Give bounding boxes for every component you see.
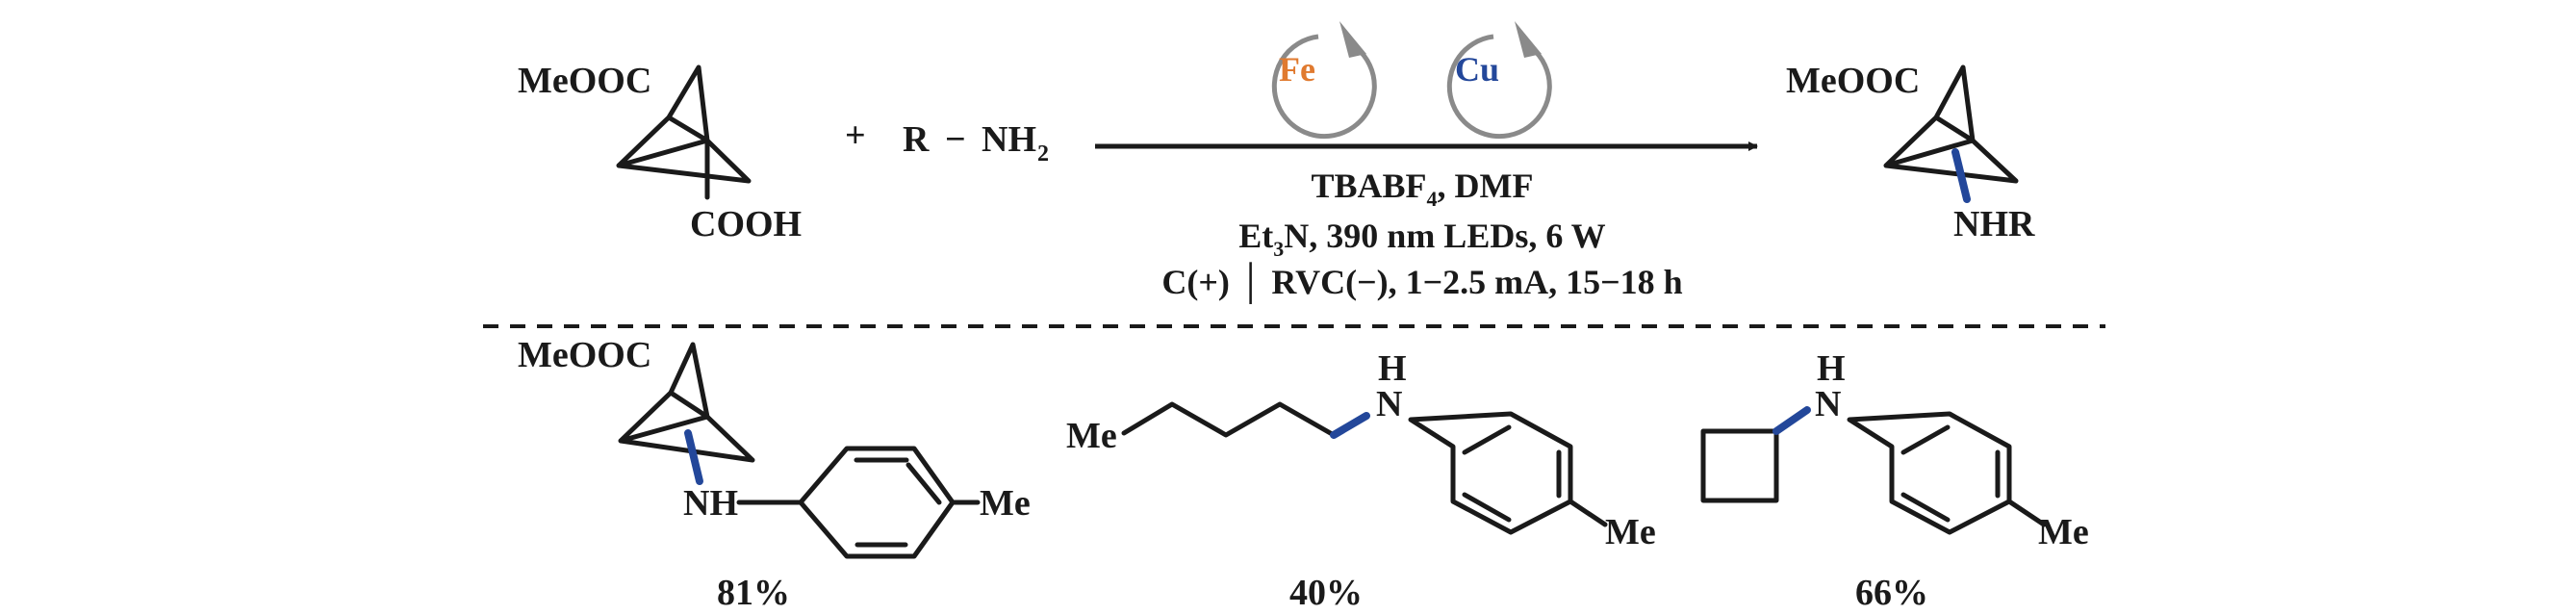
reactant-bcp-bonds xyxy=(616,64,752,200)
example2-aryl-ring xyxy=(1408,411,1608,535)
example1-yield: 81% xyxy=(717,573,790,613)
conditions-line-1: TBABF4, DMF xyxy=(1312,167,1534,211)
example2-new-cn-bond xyxy=(1330,412,1370,439)
conditions-line-2: Et3N, 390 nm LEDs, 6 W xyxy=(1238,217,1605,261)
fe-cycle-arc xyxy=(1271,34,1377,140)
cu-cycle: Cu xyxy=(1446,21,1552,140)
example2-me2-label: Me xyxy=(1605,512,1656,552)
example3-n-label: N xyxy=(1815,384,1841,424)
example1-new-cn-bond xyxy=(684,429,703,485)
amine-subscript: 2 xyxy=(1037,141,1049,167)
cu-cycle-arrowhead xyxy=(1515,21,1542,58)
amine-reagent: R − NH 2 xyxy=(903,119,1049,167)
conditions-line-3: C(+) │ RVC(−), 1−2.5 mA, 15−18 h xyxy=(1161,262,1682,304)
reaction-conditions: TBABF4, DMF Et3N, 390 nm LEDs, 6 W C(+) … xyxy=(1161,167,1682,304)
fe-cycle: Fe xyxy=(1271,21,1377,140)
example1-me-label: Me xyxy=(980,483,1031,524)
example2-butyl-chain xyxy=(1121,401,1337,438)
example-2: Me H N Me 40% xyxy=(1066,348,1656,613)
reactant-bcp-acid: MeOOC COOH xyxy=(518,61,802,244)
example1-ester-label: MeOOC xyxy=(518,335,651,375)
example2-n-label: N xyxy=(1376,384,1402,424)
product-bcp-amine: MeOOC NHR xyxy=(1786,61,2035,244)
reactant-ester-label: MeOOC xyxy=(518,61,651,101)
example3-cyclobutyl xyxy=(1700,428,1779,503)
cu-cycle-arc xyxy=(1446,34,1552,140)
example3-me-label: Me xyxy=(2038,512,2089,552)
example3-new-cn-bond xyxy=(1773,406,1811,435)
product-ester-label: MeOOC xyxy=(1786,61,1920,101)
example-1: MeOOC NH Me 81% xyxy=(518,335,1031,613)
amine-nh-label: NH xyxy=(982,119,1036,160)
cu-catalyst-label: Cu xyxy=(1455,50,1499,89)
fe-cycle-arrowhead xyxy=(1339,21,1366,58)
example1-aryl-ring xyxy=(736,446,981,559)
product-amine-label: NHR xyxy=(1953,204,2035,244)
example2-me-label: Me xyxy=(1066,416,1117,456)
example3-aryl-ring xyxy=(1847,411,2047,535)
example1-bcp-bonds xyxy=(618,342,755,463)
example-3: H N Me 66% xyxy=(1700,348,2089,613)
example3-yield: 66% xyxy=(1855,573,1928,613)
example2-h-label: H xyxy=(1378,348,1407,389)
amine-dash: − xyxy=(945,119,966,160)
product-bcp-bonds xyxy=(1883,64,2019,184)
example3-h-label: H xyxy=(1817,348,1846,389)
plus-sign: + xyxy=(845,115,866,156)
example2-yield: 40% xyxy=(1289,573,1363,613)
example1-nh-label: NH xyxy=(683,483,738,524)
product-new-cn-bond xyxy=(1951,148,1971,203)
amine-r-label: R xyxy=(903,119,930,160)
reactant-acid-label: COOH xyxy=(690,204,802,244)
fe-catalyst-label: Fe xyxy=(1279,50,1315,89)
